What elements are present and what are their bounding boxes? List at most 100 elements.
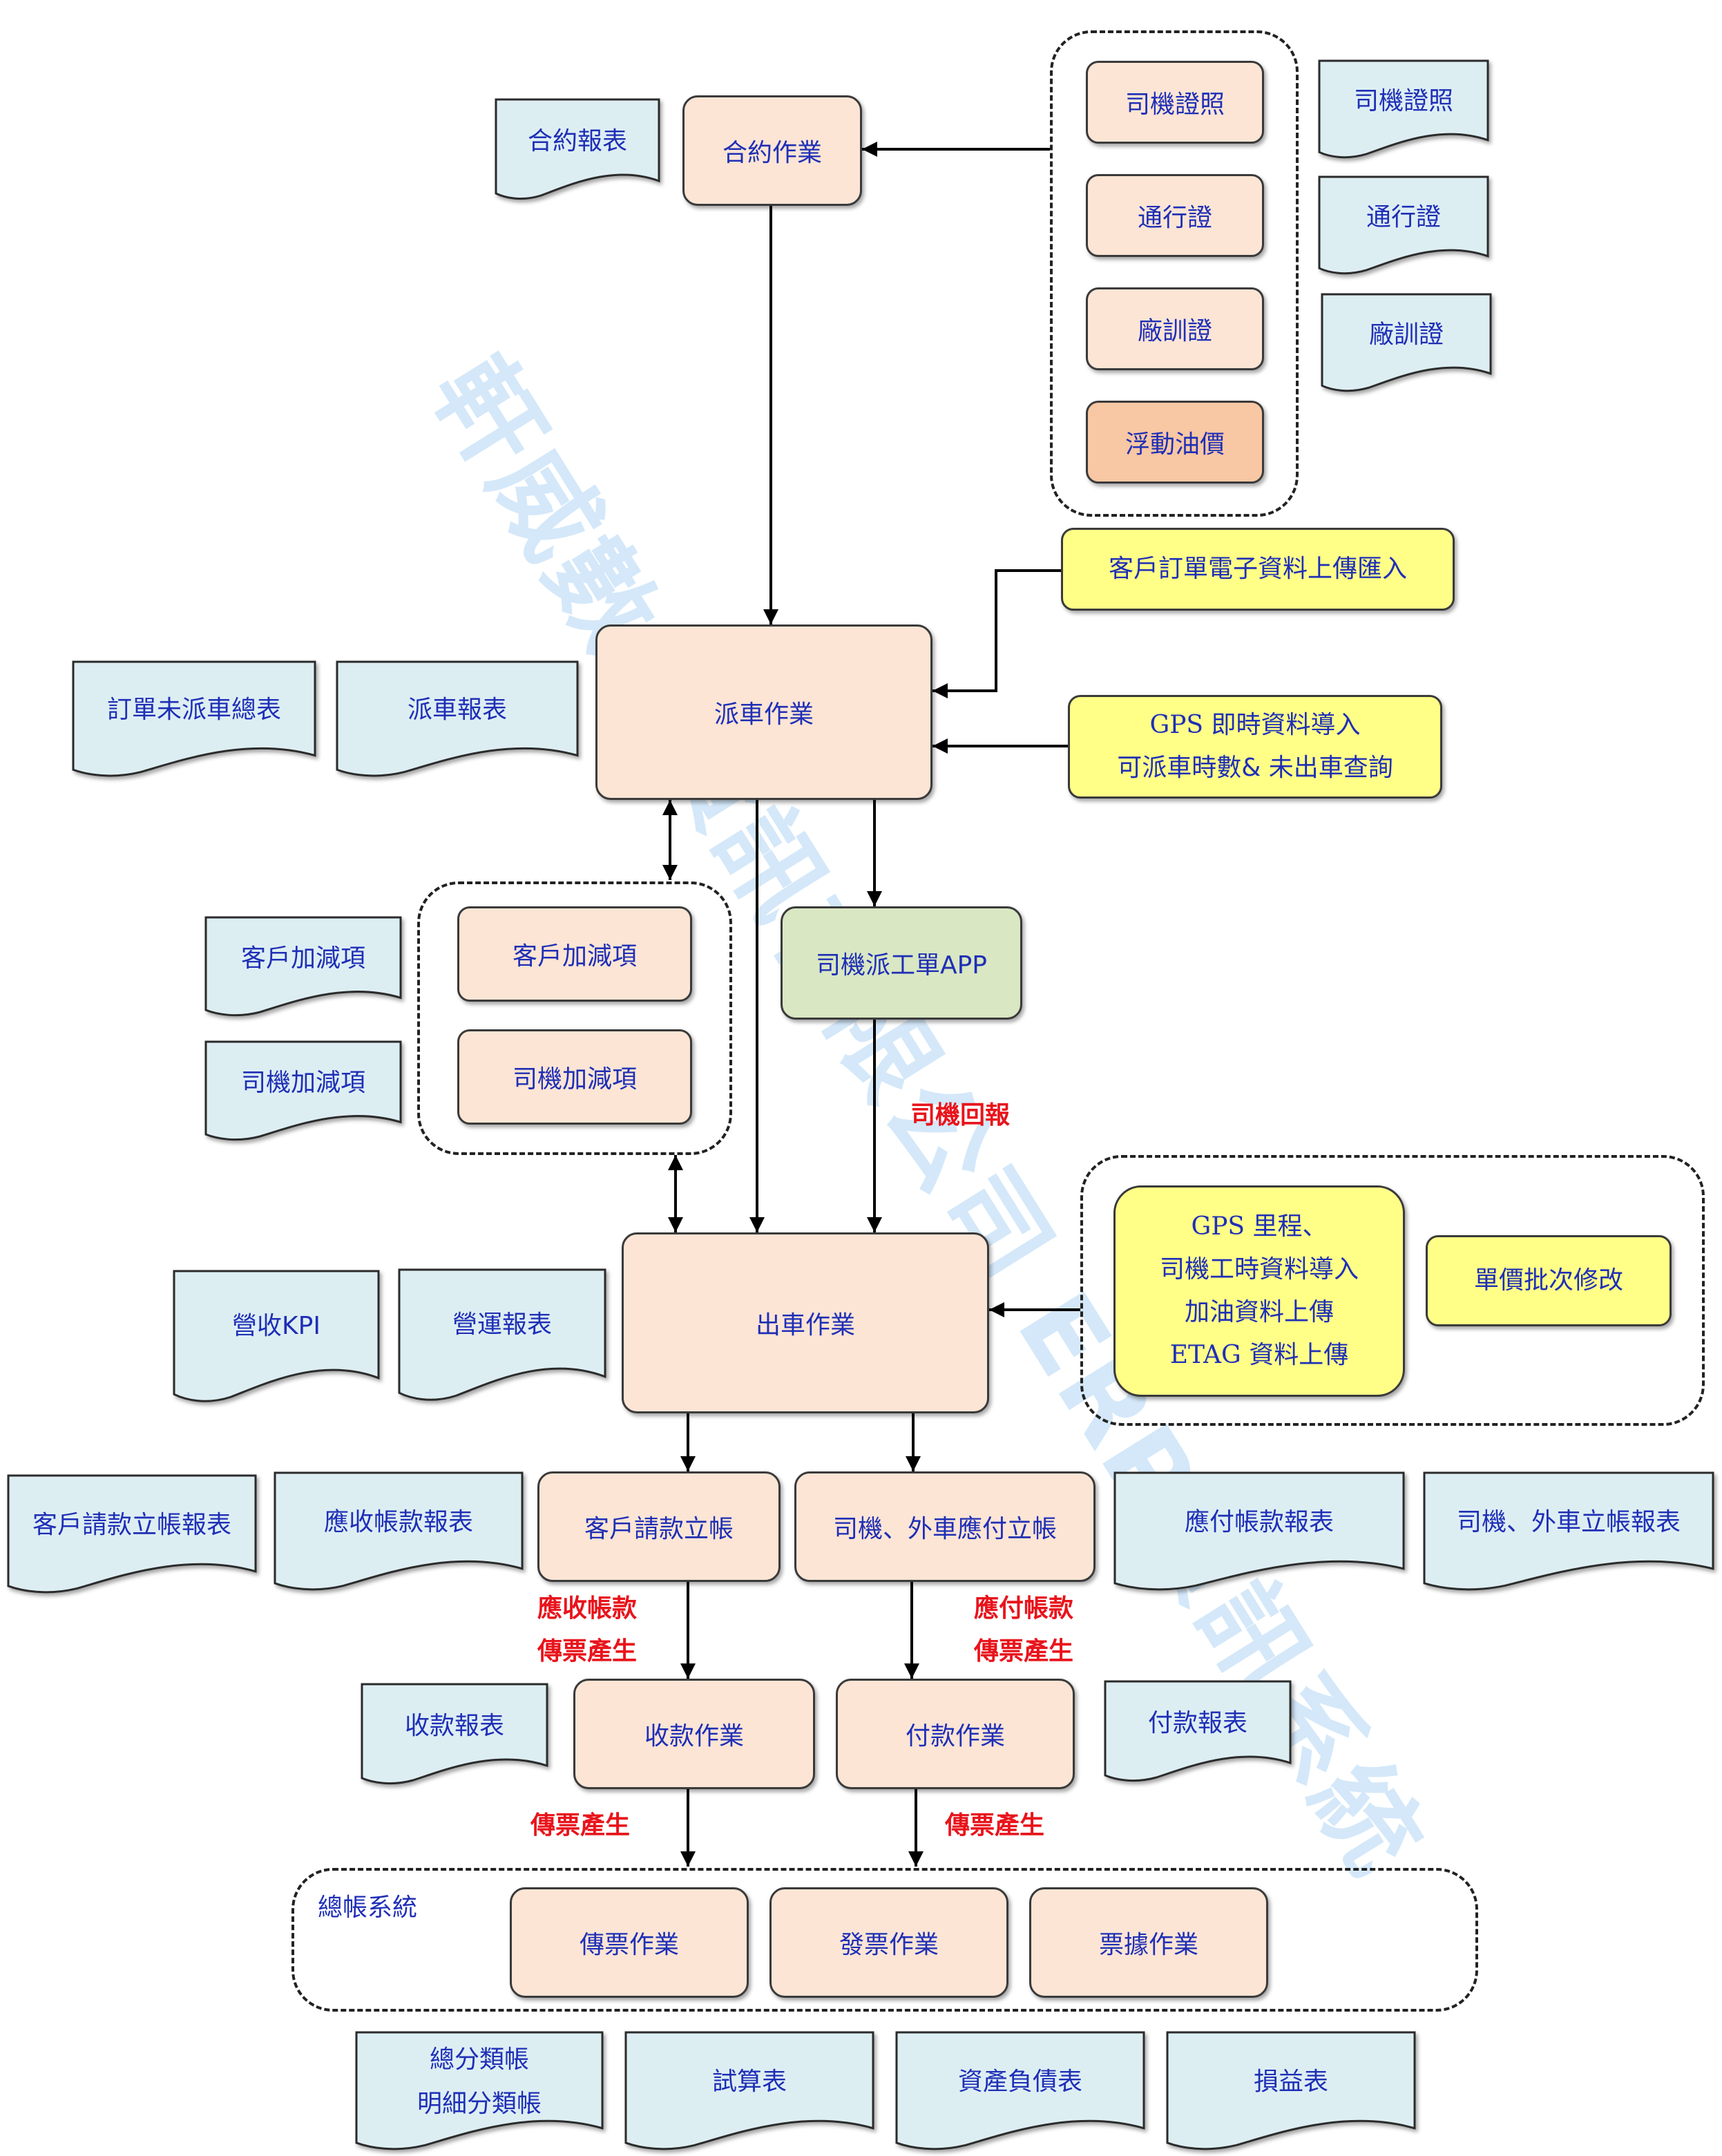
trial-balance-doc[interactable]: 試算表 (624, 2031, 874, 2153)
adjust-group (417, 881, 732, 1155)
income-statement-doc[interactable]: 損益表 (1166, 2031, 1416, 2153)
gps-realtime-input[interactable]: GPS 即時資料導入 可派車時數& 未出車查詢 (1068, 695, 1442, 799)
document-shape (495, 98, 660, 200)
order-upload-input[interactable]: 客戶訂單電子資料上傳匯入 (1061, 528, 1455, 611)
dispatch-report-doc[interactable]: 派車報表 (336, 660, 579, 779)
document-outline (1318, 59, 1489, 159)
customer-adjust-item[interactable]: 客戶加減項 (457, 906, 692, 1002)
balance-sheet-text: 資產負債表 (957, 2067, 1082, 2096)
receivable-label: 應收帳款 傳票產生 (518, 1587, 656, 1673)
gps-input-group (1080, 1155, 1705, 1426)
dispatch-process[interactable]: 派車作業 (595, 624, 932, 800)
departure-process[interactable]: 出車作業 (622, 1232, 989, 1413)
payable-label: 應付帳款 傳票產生 (955, 1587, 1093, 1673)
document-outline (274, 1471, 524, 1591)
receivable-report-doc[interactable]: 應收帳款報表 (274, 1471, 524, 1593)
driver-adjust-doc-text: 司機加減項 (240, 1069, 365, 1098)
customer-adjust-doc[interactable]: 客戶加減項 (204, 916, 402, 1018)
document-outline (204, 1040, 402, 1141)
document-shape (7, 1474, 257, 1594)
arrow-upload-to-dispatch (932, 569, 1061, 698)
gl-system-title: 總帳系統 (318, 1893, 418, 1922)
gps-mileage-line-1: GPS 里程、 (1191, 1212, 1328, 1241)
document-shape (355, 2031, 604, 2150)
document-shape (173, 1270, 380, 1402)
document-outline (72, 660, 316, 777)
payment-report-doc[interactable]: 付款報表 (1104, 1680, 1292, 1784)
payable-report-doc[interactable]: 應付帳款報表 (1113, 1471, 1405, 1593)
unit-price-input[interactable]: 單價批次修改 (1426, 1235, 1672, 1326)
payable-report-text: 應付帳款報表 (1184, 1507, 1334, 1536)
gps-mileage-line-2: 司機工時資料導入 (1159, 1255, 1359, 1284)
document-outline (1113, 1471, 1405, 1591)
document-shape (1423, 1471, 1714, 1591)
driver-billing-report-doc[interactable]: 司機、外車立帳報表 (1423, 1471, 1714, 1593)
document-outline (204, 916, 402, 1017)
gl-ledger-doc[interactable]: 總分類帳 明細分類帳 (355, 2031, 604, 2153)
operation-report-doc[interactable]: 營運報表 (398, 1268, 606, 1404)
driver-license-doc-text: 司機證照 (1353, 87, 1453, 116)
document-shape (1321, 293, 1492, 392)
factory-doc-text: 廠訓證 (1368, 321, 1444, 350)
driver-app-process[interactable]: 司機派工單APP (781, 906, 1022, 1020)
undispatched-report-text: 訂單未派車總表 (106, 696, 281, 725)
customer-billing-report-text: 客戶請款立帳報表 (32, 1510, 231, 1539)
document-outline (398, 1268, 606, 1401)
driver-license-doc[interactable]: 司機證照 (1318, 59, 1489, 160)
collection-process[interactable]: 收款作業 (573, 1679, 815, 1789)
document-shape (895, 2031, 1145, 2150)
voucher-process[interactable]: 傳票作業 (510, 1887, 749, 1998)
document-shape (274, 1471, 524, 1591)
revenue-kpi-doc[interactable]: 營收KPI (173, 1270, 380, 1405)
document-shape (72, 660, 316, 777)
gl-ledger-line-1: 總分類帳 (429, 2045, 529, 2074)
contract-process[interactable]: 合約作業 (682, 95, 862, 206)
contract-report-text: 合約報表 (527, 127, 627, 155)
driver-billing-report-text: 司機、外車立帳報表 (1456, 1507, 1681, 1536)
undispatched-report-doc[interactable]: 訂單未派車總表 (72, 660, 316, 779)
collection-report-text: 收款報表 (404, 1712, 504, 1740)
payment-report-text: 付款報表 (1147, 1709, 1247, 1737)
payable-label-line-2: 傳票產生 (973, 1637, 1073, 1666)
driver-payable-process[interactable]: 司機、外車應付立帳 (794, 1471, 1096, 1582)
factory-doc[interactable]: 廠訓證 (1321, 293, 1492, 394)
payment-process[interactable]: 付款作業 (836, 1679, 1075, 1789)
document-outline (1318, 175, 1489, 275)
receivable-label-line-1: 應收帳款 (537, 1594, 637, 1623)
gps-mileage-line-4: ETAG 資料上傳 (1169, 1341, 1349, 1369)
gps-mileage-input[interactable]: GPS 里程、 司機工時資料導入 加油資料上傳 ETAG 資料上傳 (1113, 1185, 1405, 1397)
receipt-process[interactable]: 票據作業 (1029, 1887, 1268, 1998)
contract-report-doc[interactable]: 合約報表 (495, 98, 660, 202)
document-shape (204, 916, 402, 1017)
pass-doc[interactable]: 通行證 (1318, 175, 1489, 276)
driver-adjust-item[interactable]: 司機加減項 (457, 1029, 692, 1125)
factory-training-item[interactable]: 廠訓證 (1086, 287, 1264, 370)
customer-billing-report-doc[interactable]: 客戶請款立帳報表 (7, 1474, 257, 1596)
invoice-process[interactable]: 發票作業 (769, 1887, 1008, 1998)
document-outline (1321, 293, 1492, 392)
document-shape (361, 1683, 548, 1785)
customer-billing-process[interactable]: 客戶請款立帳 (537, 1471, 781, 1582)
driver-license-item[interactable]: 司機證照 (1086, 61, 1264, 144)
pass-doc-text: 通行證 (1366, 203, 1441, 232)
gps-realtime-line-1: GPS 即時資料導入 (1149, 711, 1361, 739)
floating-oil-item[interactable]: 浮動油價 (1086, 401, 1264, 484)
document-shape (1113, 1471, 1405, 1591)
balance-sheet-doc[interactable]: 資產負債表 (895, 2031, 1145, 2153)
document-outline (7, 1474, 257, 1594)
collection-report-doc[interactable]: 收款報表 (361, 1683, 548, 1786)
operation-report-text: 營運報表 (452, 1310, 552, 1339)
gps-realtime-line-2: 可派車時數& 未出車查詢 (1117, 754, 1393, 782)
revenue-kpi-text: 營收KPI (232, 1312, 321, 1341)
driver-adjust-doc[interactable]: 司機加減項 (204, 1040, 402, 1143)
document-shape (624, 2031, 874, 2150)
document-outline (495, 98, 660, 200)
pass-item[interactable]: 通行證 (1086, 174, 1264, 257)
dispatch-report-text: 派車報表 (407, 696, 507, 725)
document-outline (361, 1683, 548, 1785)
document-shape (1166, 2031, 1416, 2150)
gl-ledger-text: 總分類帳 明細分類帳 (355, 2031, 604, 2133)
license-group (1050, 30, 1299, 517)
document-shape (1104, 1680, 1292, 1782)
